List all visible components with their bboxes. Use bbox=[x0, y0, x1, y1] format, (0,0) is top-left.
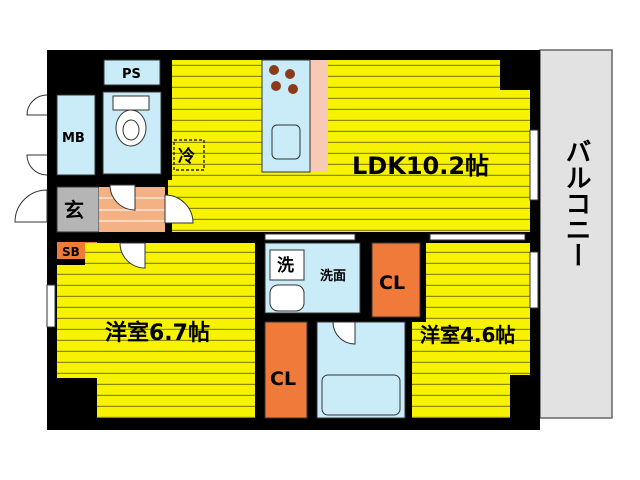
window-icon bbox=[429, 233, 526, 241]
entrance-label: 玄 bbox=[64, 198, 84, 222]
toilet-room bbox=[102, 91, 162, 175]
western-room-1: 洋室6.7帖 bbox=[46, 242, 255, 418]
washer-space bbox=[269, 249, 305, 281]
toilet-tank-icon bbox=[112, 95, 150, 111]
washroom: 洗 洗面 bbox=[264, 242, 361, 314]
window-icon bbox=[529, 129, 539, 201]
kitchen-counter bbox=[310, 60, 328, 172]
closet-1 bbox=[264, 321, 308, 419]
western-room-2-label: 洋室4.6帖 bbox=[420, 323, 515, 347]
bathroom bbox=[316, 321, 406, 419]
ps-shaft bbox=[103, 59, 161, 86]
western-room-2: 洋室4.6帖 bbox=[412, 243, 530, 418]
mb-closet bbox=[56, 94, 96, 176]
ldk-room: 冷 LDK10.2帖 bbox=[168, 59, 530, 232]
window-icon bbox=[264, 233, 356, 241]
balcony-label: バルコニー bbox=[561, 138, 591, 268]
stove-burner-icon bbox=[271, 81, 281, 91]
kitchen-sink-icon bbox=[271, 124, 301, 160]
ldk-label: LDK10.2帖 bbox=[352, 152, 489, 180]
entrance-door-icon bbox=[14, 189, 48, 223]
ps-label: PS bbox=[122, 67, 141, 82]
bathroom-door-icon bbox=[332, 321, 356, 345]
closet-1-label: CL bbox=[270, 368, 296, 390]
mb-door-icon bbox=[26, 154, 48, 176]
refrigerator-label: 冷 bbox=[178, 146, 195, 167]
closet-2-label: CL bbox=[379, 272, 405, 294]
toilet-door-icon bbox=[109, 184, 136, 211]
stove-burner-icon bbox=[288, 84, 298, 94]
stove-burner-icon bbox=[285, 69, 295, 79]
window-icon bbox=[46, 284, 56, 328]
bathtub-icon bbox=[321, 374, 401, 416]
balcony: バルコニー bbox=[539, 49, 613, 419]
window-icon bbox=[529, 251, 539, 309]
western-room-1-label: 洋室6.7帖 bbox=[105, 320, 210, 346]
closet-2 bbox=[371, 242, 421, 318]
mb-door-icon bbox=[26, 94, 48, 116]
entrance: 玄 bbox=[14, 184, 194, 233]
mb-label: MB bbox=[62, 131, 85, 146]
toilet-bowl-icon bbox=[115, 109, 147, 147]
western-room-1-door-icon bbox=[119, 242, 146, 269]
refrigerator-space bbox=[173, 139, 205, 171]
washroom-label: 洗面 bbox=[320, 268, 346, 284]
vanity-sink-icon bbox=[269, 284, 305, 312]
ldk-door-icon bbox=[164, 194, 194, 224]
washer-label: 洗 bbox=[277, 255, 294, 276]
stove-burner-icon bbox=[269, 65, 279, 75]
shoe-box-label: SB bbox=[62, 245, 80, 259]
